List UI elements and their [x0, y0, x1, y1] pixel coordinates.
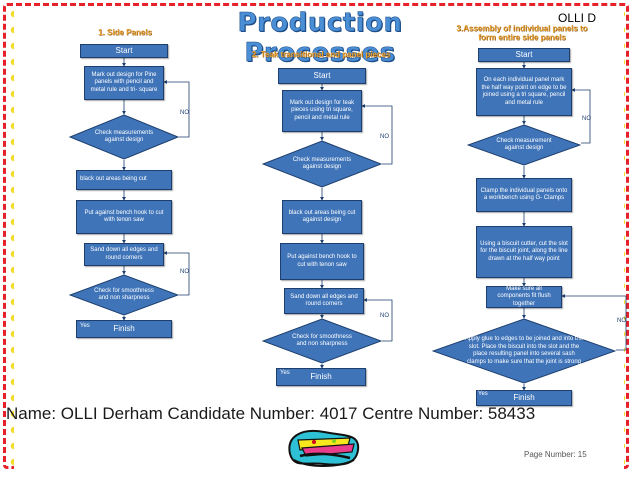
col1-start: Start	[80, 44, 168, 58]
col3-glue-and-clamp-label: Apply glue to edges to be joined and int…	[464, 336, 584, 365]
col2-yes-label-2: Yes	[280, 370, 290, 376]
col1-yes-label-2: Yes	[80, 323, 90, 329]
candidate-details: Name: OLLI Derham Candidate Number: 4017…	[6, 404, 536, 423]
col2-check-smoothness-label: Check for smoothness and non sharpness	[292, 333, 352, 348]
col2-step-mark-out: Mark out design for teak pieces using tr…	[282, 90, 362, 132]
column-3-heading: 3.Assembly of individual panels to form …	[456, 24, 588, 42]
col1-check-smoothness-label: Check for smoothness and non sharpness	[94, 287, 154, 302]
col2-step-black-out: black out areas being cut against design	[282, 200, 362, 234]
author-tag: OLLI D	[558, 11, 597, 25]
col3-step-clamp-panels: Clamp the individual panels onto a workb…	[476, 178, 572, 212]
col2-step-sand-down: Sand down all edges and round corners	[284, 288, 364, 314]
col2-no-label-1: NO	[380, 134, 389, 140]
col1-step-mark-out: Mark out design for Pine panels with pen…	[84, 66, 164, 100]
col2-check-smoothness: Check for smoothness and non sharpness	[262, 318, 382, 364]
col3-step-fit-flush: Make sure all components fit flush toget…	[486, 286, 562, 308]
col1-check-smoothness: Check for smoothness and non sharpness	[69, 274, 179, 316]
col1-step-sand-down: Sand down all edges and round corners	[84, 243, 164, 266]
pencil-case-logo-icon	[288, 430, 360, 467]
col1-no-label-2: NO	[180, 269, 189, 275]
col1-finish: Finish	[76, 320, 172, 338]
col3-no-label-2: NO	[617, 318, 626, 324]
col3-check-measurement-label: Check measurement against design	[496, 137, 552, 152]
col1-yes-label-1: Yes	[88, 165, 98, 171]
col3-step-mark-half-way: On each individual panel mark the half w…	[476, 68, 572, 116]
col2-start: Start	[278, 68, 366, 84]
col3-check-measurement: Check measurement against design	[467, 124, 581, 166]
col1-check-measurements-label: Check measurements against design	[94, 129, 154, 144]
col2-step-bench-hook: Put against bench hook to cut with tenon…	[280, 243, 364, 280]
page-title: Production Processes	[237, 8, 403, 69]
col3-glue-and-clamp: Apply glue to edges to be joined and int…	[432, 318, 616, 384]
col1-step-black-out: black out areas being cut	[76, 170, 172, 190]
col3-finish: Finish	[476, 390, 572, 406]
col3-step-biscuit-cutter: Using a biscuit cutter, cut the slot for…	[476, 226, 572, 278]
col3-yes-label-1: Yes	[486, 172, 496, 178]
column-1-heading: 1. Side Panels	[98, 28, 152, 37]
col2-finish: Finish	[276, 368, 366, 386]
col2-yes-label-1: Yes	[294, 193, 304, 199]
col2-no-label-2: NO	[380, 313, 389, 319]
col2-check-measurements-label: Check measurements against design	[292, 156, 352, 171]
col1-step-bench-hook: Put against bench hook to cut with tenon…	[76, 200, 172, 234]
col1-no-label-1: NO	[180, 110, 189, 116]
col1-check-measurements: Check measurements against design	[69, 114, 179, 160]
col3-no-label-1: NO	[582, 116, 591, 122]
col3-yes-label-2: Yes	[478, 391, 488, 397]
col2-check-measurements: Check measurements against design	[262, 140, 382, 188]
column-2-heading: 2. Teak transitional and panel pieces	[251, 50, 391, 59]
page-number: Page Number: 15	[524, 450, 587, 459]
col3-start: Start	[478, 48, 570, 62]
